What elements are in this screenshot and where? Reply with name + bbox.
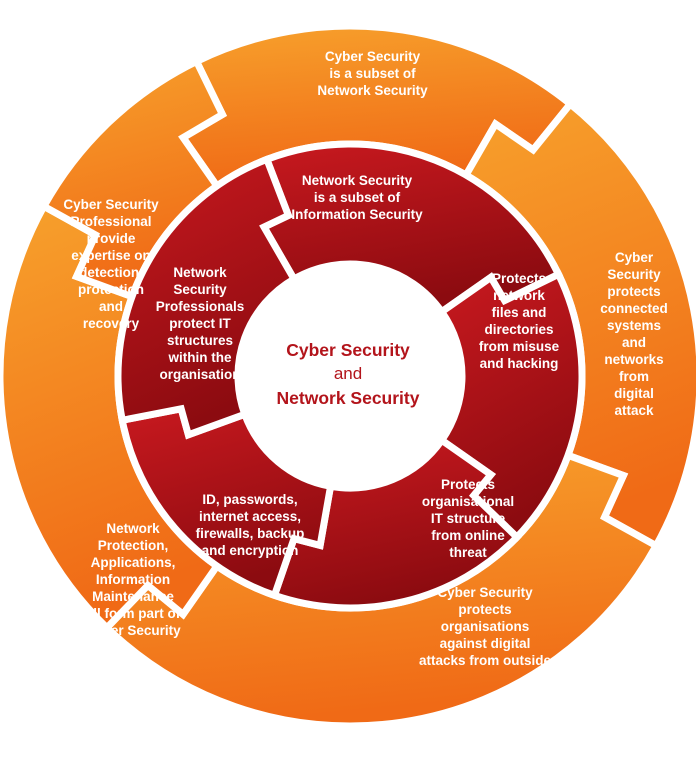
inner-ring-segment-5: [114, 154, 299, 440]
outer-ring: [0, 22, 696, 730]
inner-segment-text-information-security: Network Security is a subset of Informat…: [291, 173, 423, 222]
inner-segment-text-passwords: ID, passwords, internet access, firewall…: [195, 492, 305, 558]
center-title: Cyber Security and Network Security: [238, 338, 458, 410]
outer-segment-text-network-protection: Network Protection, Applications, Inform…: [85, 521, 181, 638]
inner-segment-text-protects-files: Protects network files and directories f…: [478, 271, 560, 371]
outer-segment-text-protects-systems: Cyber Security protects connected system…: [600, 250, 668, 418]
center-circle: [238, 264, 462, 488]
center-title-line3: Network Security: [276, 388, 420, 408]
inner-segment-text-professionals: Network Security Professionals protect I…: [155, 265, 245, 382]
center-title-line2: and: [333, 364, 363, 383]
outer-segment-text-subset-network: Cyber Security is a subset of Network Se…: [317, 49, 428, 98]
inner-segment-text-protects-structure: Protects organisational IT structure fro…: [421, 477, 515, 560]
outer-segment-text-protects-organisations: Cyber Security protects organisations ag…: [418, 585, 552, 668]
outer-segment-text-professional-expertise: Cyber Security Professional provide expe…: [63, 197, 159, 331]
center-title-line1: Cyber Security: [286, 340, 410, 360]
